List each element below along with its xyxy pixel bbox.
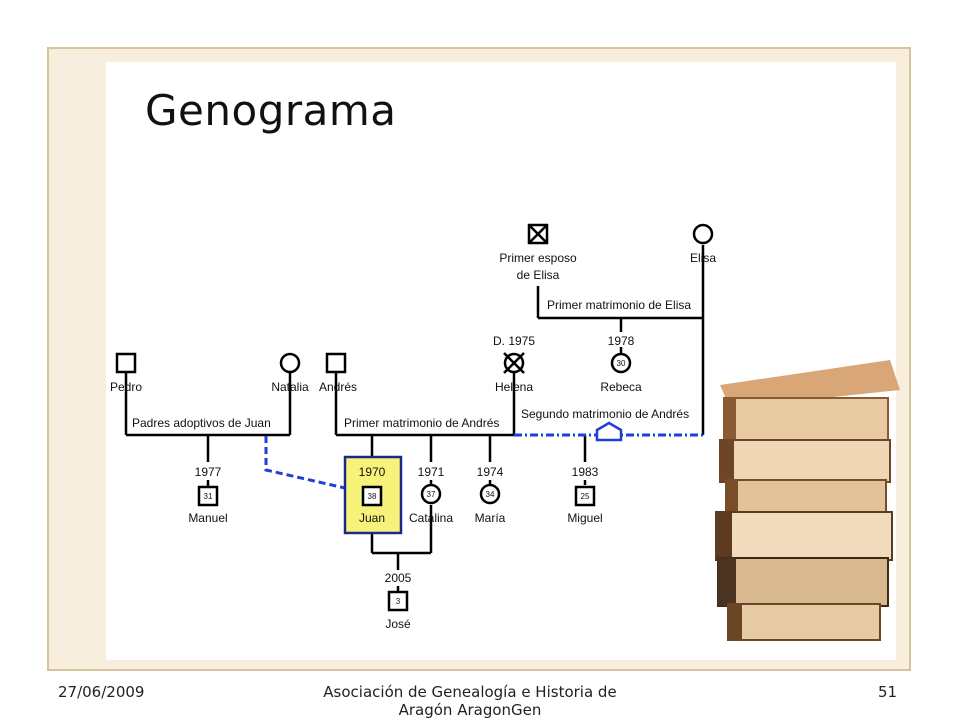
footer-organization-line2: Aragón AragonGen [398, 701, 542, 719]
primer-esposo-label-line1: Primer esposo [499, 251, 577, 265]
pedro-label: Pedro [110, 380, 142, 394]
andres-second-marriage-label: Segundo matrimonio de Andrés [521, 407, 689, 421]
elisa-female-icon [692, 223, 714, 245]
adoptive-parents-label: Padres adoptivos de Juan [132, 416, 271, 430]
jose-label: José [385, 617, 411, 631]
juan-year: 1970 [359, 465, 386, 479]
primer-esposo-label-line2: de Elisa [517, 268, 560, 282]
natalia-female-icon [279, 352, 301, 374]
rebeca-female-icon [610, 352, 632, 374]
elisa-first-marriage-label: Primer matrimonio de Elisa [547, 298, 691, 312]
jose-year: 2005 [385, 571, 412, 585]
catalina-female-icon [420, 483, 442, 505]
rebeca-age: 30 [617, 359, 626, 368]
pedro-male-icon [115, 352, 137, 374]
rebeca-year: 1978 [608, 334, 635, 348]
andres-male-icon [325, 352, 347, 374]
page-number: 51 [878, 683, 898, 701]
andres-first-marriage-label: Primer matrimonio de Andrés [344, 416, 499, 430]
juan-age: 38 [368, 492, 377, 501]
miguel-year: 1983 [572, 465, 599, 479]
jose-age: 3 [396, 597, 401, 606]
natalia-label: Natalia [271, 380, 309, 394]
catalina-label: Catalina [409, 511, 453, 525]
rebeca-label: Rebeca [600, 380, 642, 394]
catalina-age: 37 [427, 490, 436, 499]
juan-label: Juan [359, 511, 385, 525]
elisa-label: Elisa [690, 251, 716, 265]
maria-female-icon [479, 483, 501, 505]
footer-organization-line1: Asociación de Genealogía e Historia de [323, 683, 617, 701]
books-stack-illustration [715, 360, 900, 641]
maria-year: 1974 [477, 465, 504, 479]
helena-death-label: D. 1975 [493, 334, 535, 348]
jose-male-icon [387, 590, 409, 612]
miguel-age: 25 [581, 492, 590, 501]
miguel-label: Miguel [567, 511, 602, 525]
miguel-male-icon [574, 485, 596, 507]
juan-male-icon [361, 485, 383, 507]
manuel-label: Manuel [188, 511, 227, 525]
manuel-year: 1977 [195, 465, 222, 479]
andres-label: Andrés [319, 380, 357, 394]
helena-label: Helena [495, 380, 533, 394]
cohabitation-house-icon [595, 421, 623, 442]
manuel-male-icon [197, 485, 219, 507]
footer-organization: Asociación de Genealogía e Historia de A… [300, 683, 640, 719]
catalina-year: 1971 [418, 465, 445, 479]
maria-label: María [475, 511, 506, 525]
footer-date: 27/06/2009 [58, 683, 145, 701]
maria-age: 34 [486, 490, 495, 499]
slide-title: Genograma [145, 86, 397, 135]
manuel-age: 31 [204, 492, 213, 501]
